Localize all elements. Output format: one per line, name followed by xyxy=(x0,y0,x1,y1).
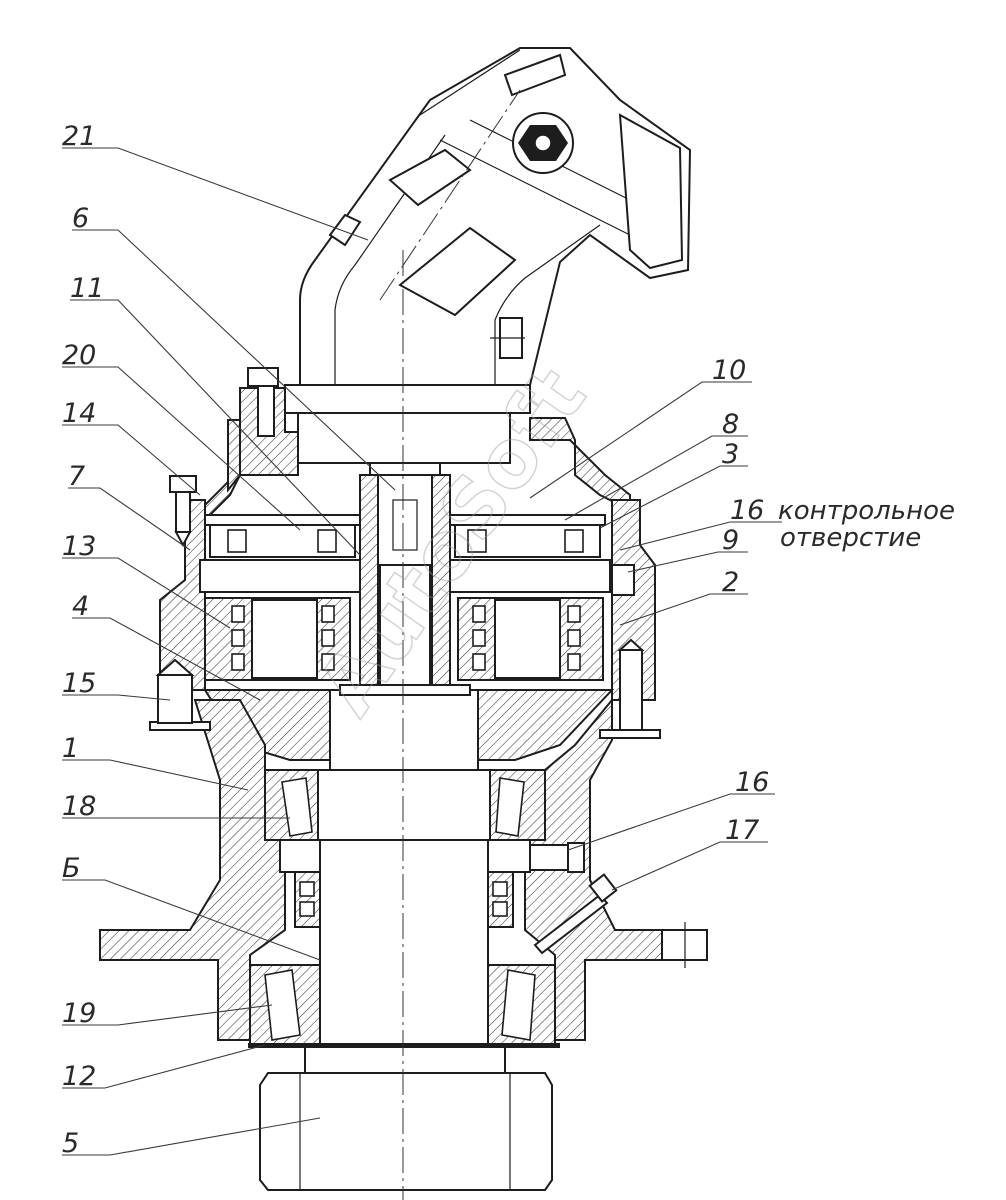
callout-16-lower: 16 xyxy=(735,767,769,798)
note-line-2: отверстие xyxy=(780,523,921,553)
callout-6: 6 xyxy=(72,203,89,234)
callout-21: 21 xyxy=(62,121,96,152)
callout-19: 19 xyxy=(62,998,96,1029)
callout-17: 17 xyxy=(725,815,759,846)
callout-b: Б xyxy=(62,853,81,884)
callout-2: 2 xyxy=(722,567,739,598)
callout-15: 15 xyxy=(62,668,96,699)
callout-5: 5 xyxy=(62,1128,79,1159)
note-line-1: контрольное xyxy=(778,496,955,526)
callout-18: 18 xyxy=(62,791,96,822)
leader-lines xyxy=(62,147,782,1156)
callout-16-upper: 16 xyxy=(730,495,764,526)
callout-12: 12 xyxy=(62,1061,96,1092)
callout-1: 1 xyxy=(62,733,79,764)
callout-4: 4 xyxy=(72,591,89,622)
motor-flange xyxy=(284,384,531,476)
motor-axis xyxy=(379,89,521,301)
callout-13: 13 xyxy=(62,531,96,562)
lower-housing xyxy=(99,697,708,1041)
callout-14: 14 xyxy=(62,398,96,429)
carrier xyxy=(203,684,615,771)
planetary-stage xyxy=(199,474,611,686)
hydraulic-motor xyxy=(299,47,692,386)
callout-11: 11 xyxy=(70,273,104,304)
callout-labels: 21 6 11 20 14 7 13 4 15 1 18 Б 19 12 5 1… xyxy=(62,121,955,1159)
drive-gear xyxy=(259,1072,553,1191)
callout-8: 8 xyxy=(722,409,739,440)
callout-3: 3 xyxy=(722,439,739,470)
callout-10: 10 xyxy=(712,355,746,386)
callout-9: 9 xyxy=(722,525,739,556)
callout-20: 20 xyxy=(62,340,96,371)
callout-7: 7 xyxy=(68,461,85,492)
main-shaft xyxy=(248,769,560,1074)
